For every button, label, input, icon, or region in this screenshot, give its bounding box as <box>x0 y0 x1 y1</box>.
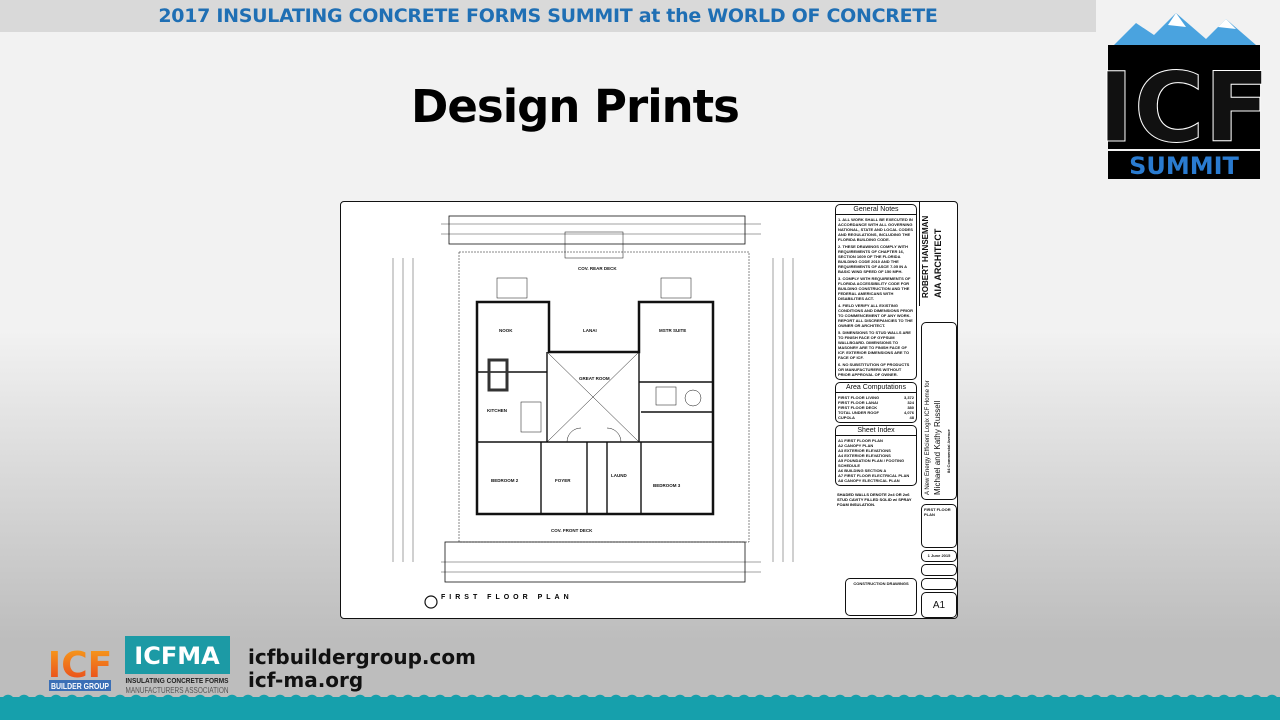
icf-summit-logo: ICF SUMMIT <box>1106 13 1262 179</box>
notes-column: General Notes 1. ALL WORK SHALL BE EXECU… <box>835 204 917 616</box>
room-label: KITCHEN <box>487 408 507 413</box>
sheet-title-block: FIRST FLOOR PLAN <box>921 504 957 548</box>
general-notes-panel: General Notes 1. ALL WORK SHALL BE EXECU… <box>835 204 917 380</box>
svg-text:SUMMIT: SUMMIT <box>1129 152 1239 179</box>
note: 6. NO SUBSTITUTION OF PRODUCTS OR MANUFA… <box>838 362 910 377</box>
sheet-index-item: A6 BUILDING SECTION A <box>838 468 887 473</box>
sheet-index-heading: Sheet Index <box>836 426 916 436</box>
header-title: 2017 INSULATING CONCRETE FORMS SUMMIT at… <box>0 0 1096 32</box>
sheet-index-panel: Sheet Index A1 FIRST FLOOR PLAN A2 CANOP… <box>835 425 917 486</box>
note: 5. DIMENSIONS TO STUD WALLS ARE TO FINIS… <box>838 330 911 360</box>
room-label: COV. REAR DECK <box>578 266 617 271</box>
legend-note: SHADED WALLS DENOTE 2x4 OR 2x6 STUD CAVI… <box>837 492 912 507</box>
note: 4. FIELD VERIFY ALL EXISTING CONDITIONS … <box>838 303 913 328</box>
link-icfbuildergroup[interactable]: icfbuildergroup.com <box>248 645 476 669</box>
date-block: 1 June 2015 <box>921 550 957 562</box>
room-label: MSTR SUITE <box>659 328 686 333</box>
spacer <box>835 513 917 576</box>
sheet-index-item: A5 FOUNDATION PLAN / FOOTING SCHEDULE <box>838 458 905 468</box>
icfma-logo: ICFMA INSULATING CONCRETE FORMS MANUFACT… <box>125 636 230 695</box>
sheet-index-item: A1 FIRST FLOOR PLAN <box>838 438 883 443</box>
room-label: BEDROOM 3 <box>653 483 681 488</box>
svg-text:ICF: ICF <box>48 645 112 686</box>
room-label: COV. FRONT DECK <box>551 528 593 533</box>
project-block: A New Energy Efficient Logix ICF Home fo… <box>921 322 957 500</box>
footer-wave <box>0 693 1280 720</box>
note: 3. COMPLY WITH REQUIREMENTS OF FLORIDA A… <box>838 276 911 301</box>
drawn-by-block <box>921 564 957 576</box>
general-notes-heading: General Notes <box>836 205 916 215</box>
svg-text:MANUFACTURERS ASSOCIATION: MANUFACTURERS ASSOCIATION <box>126 686 229 695</box>
room-label: LANAI <box>583 328 597 333</box>
room-label: BEDROOM 2 <box>491 478 519 483</box>
link-icf-ma[interactable]: icf-ma.org <box>248 668 364 692</box>
svg-text:INSULATING CONCRETE FORMS: INSULATING CONCRETE FORMS <box>126 676 229 685</box>
sheet-index-item: A8 CANOPY ELECTRICAL PLAN <box>838 478 900 483</box>
floor-plan-drawing: NOOK LANAI MSTR SUITE KITCHEN GREAT ROOM… <box>392 215 794 609</box>
note: 2. THESE DRAWINGS COMPLY WITH REQUIREMEN… <box>838 244 909 274</box>
architect-block: ROBERT HANSEMAN AIA ARCHITECT <box>919 202 957 306</box>
sheet-index-item: A7 FIRST FLOOR ELECTRICAL PLAN <box>838 473 910 478</box>
room-label: GREAT ROOM <box>579 376 610 381</box>
room-label: NOOK <box>499 328 513 333</box>
sheet-index-item: A4 EXTERIOR ELEVATIONS <box>838 453 891 458</box>
construction-drawings-panel: CONSTRUCTION DRAWINGS <box>845 578 917 616</box>
icf-builder-group-logo: ICF BUILDER GROUP <box>48 645 112 691</box>
svg-text:ICF: ICF <box>1106 52 1262 164</box>
sheet-number-block: A1 <box>921 592 957 618</box>
sheet-index-item: A2 CANOPY PLAN <box>838 443 874 448</box>
plan-label: FIRST FLOOR PLAN <box>441 594 573 601</box>
sheet-index-item: A3 EXTERIOR ELEVATIONS <box>838 448 891 453</box>
project-number-block <box>921 578 957 590</box>
svg-text:BUILDER GROUP: BUILDER GROUP <box>51 682 110 691</box>
slide-title: Design Prints <box>411 80 740 133</box>
design-print-sheet: NOOK LANAI MSTR SUITE KITCHEN GREAT ROOM… <box>340 201 958 619</box>
footer-links: icfbuildergroup.com icf-ma.org <box>248 646 476 692</box>
svg-text:ICFMA: ICFMA <box>134 642 220 670</box>
room-label: LAUND <box>611 473 627 478</box>
note: 1. ALL WORK SHALL BE EXECUTED IN ACCORDA… <box>838 217 913 242</box>
area-heading: Area Computations <box>836 383 916 393</box>
room-label: FOYER <box>555 478 571 483</box>
